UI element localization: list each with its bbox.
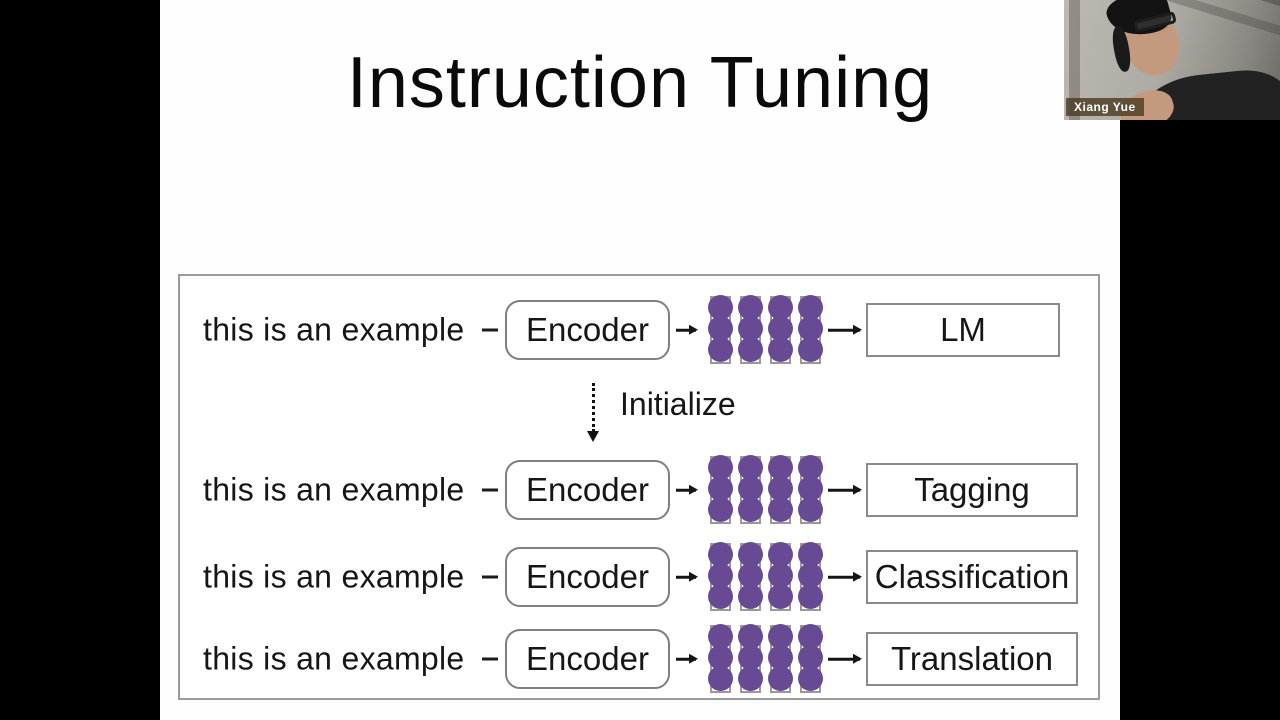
webcam-video: Xiang Yue: [1064, 0, 1280, 120]
input-text: this is an example: [203, 558, 465, 595]
connector-dash: [482, 328, 498, 332]
arrow-right-icon: [828, 657, 860, 661]
input-text: this is an example: [203, 311, 465, 348]
arrow-right-icon: [828, 575, 860, 579]
input-text: this is an example: [203, 640, 465, 677]
initialize-label: Initialize: [620, 386, 736, 422]
encoder-box: Encoder: [505, 629, 670, 689]
task-box-tagging: Tagging: [866, 463, 1078, 517]
participant-name-label: Xiang Yue: [1066, 98, 1144, 116]
task-box-translation: Translation: [866, 632, 1078, 686]
task-box-lm: LM: [866, 303, 1060, 357]
input-text: this is an example: [203, 471, 465, 508]
dotted-down-arrow-icon: [587, 383, 599, 442]
encoder-box: Encoder: [505, 300, 670, 360]
ceiling-beam: [1163, 0, 1280, 70]
encoder-box: Encoder: [505, 460, 670, 520]
background-doorframe: [1069, 0, 1080, 120]
arrow-right-icon: [828, 488, 860, 492]
arrow-right-icon: [676, 575, 696, 579]
arrow-right-icon: [676, 657, 696, 661]
slide-title: Instruction Tuning: [346, 43, 934, 123]
embedding-vectors: [708, 624, 823, 693]
embedding-vectors: [708, 542, 823, 611]
arrow-right-icon: [828, 328, 860, 332]
connector-dash: [482, 657, 498, 661]
embedding-vectors: [708, 455, 823, 524]
arrow-right-icon: [676, 488, 696, 492]
embedding-vectors: [708, 295, 823, 364]
encoder-box: Encoder: [505, 547, 670, 607]
task-box-classification: Classification: [866, 550, 1078, 604]
connector-dash: [482, 488, 498, 492]
connector-dash: [482, 575, 498, 579]
presentation-slide: Instruction Tuning this is an example En…: [160, 0, 1120, 720]
initialize-connector: Initialize: [587, 383, 810, 443]
arrow-right-icon: [676, 328, 696, 332]
